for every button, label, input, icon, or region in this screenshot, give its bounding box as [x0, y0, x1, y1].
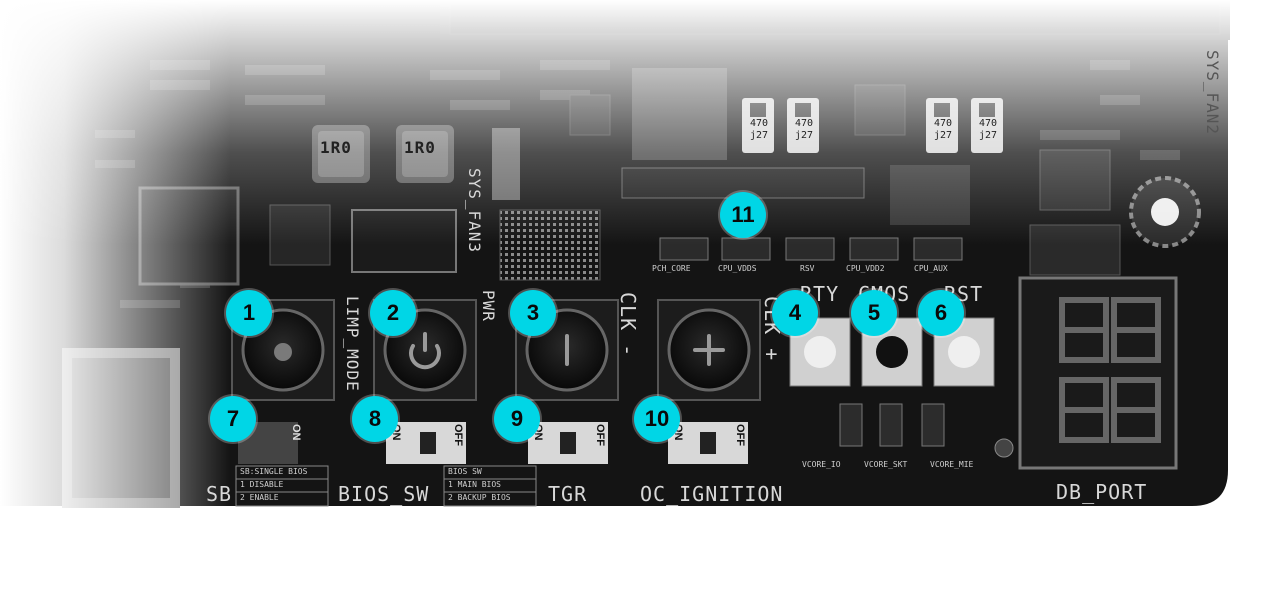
limp-mode-label: LIMP_MODE — [343, 296, 362, 392]
switch-off-label-9: OFF — [594, 424, 606, 446]
cap-value-3: 470 — [934, 118, 953, 129]
sys-fan2-label: SYS_FAN2 — [1203, 50, 1222, 136]
switch-on-label-7: ON — [290, 424, 302, 441]
cap-value-2: 470 — [795, 118, 814, 129]
cap-value-4: 470 — [979, 118, 998, 129]
vsense-label-pch-core: PCH_CORE — [652, 264, 691, 273]
callout-marker-5: 5 — [851, 290, 897, 336]
vcore-label-skt: VCORE_SKT — [864, 460, 908, 469]
callout-marker-8: 8 — [352, 396, 398, 442]
oc-ignition-label: OC_IGNITION — [640, 482, 784, 506]
coil-label-2: 1R0 — [404, 138, 436, 157]
pwr-label: PWR — [479, 290, 498, 322]
cap-value-1: 470 — [750, 118, 769, 129]
callout-marker-3: 3 — [510, 290, 556, 336]
bios-table-row-2: 2 BACKUP BIOS — [448, 493, 511, 502]
callout-marker-4: 4 — [772, 290, 818, 336]
callout-marker-6: 6 — [918, 290, 964, 336]
sys-fan3-label: SYS_FAN3 — [465, 168, 484, 254]
vsense-label-rsv: RSV — [800, 264, 815, 273]
sb-label: SB — [206, 482, 233, 506]
sb-table-row-1: 1 DISABLE — [240, 480, 284, 489]
callout-marker-7: 7 — [210, 396, 256, 442]
sb-table-row-2: 2 ENABLE — [240, 493, 279, 502]
vcore-label-mie: VCORE_MIE — [930, 460, 974, 469]
cap-code-1: j27 — [750, 130, 769, 141]
sb-table-row-0: SB:SINGLE BIOS — [240, 467, 308, 476]
cap-code-4: j27 — [979, 130, 998, 141]
callout-marker-1: 1 — [226, 290, 272, 336]
callout-marker-9: 9 — [494, 396, 540, 442]
bios-table-row-0: BIOS SW — [448, 467, 482, 476]
db-port-label: DB_PORT — [1056, 480, 1148, 504]
vsense-label-cpu-vdd2: CPU_VDD2 — [846, 264, 885, 273]
vsense-label-cpu-vdds: CPU_VDDS — [718, 264, 757, 273]
bios-sw-label: BIOS_SW — [338, 482, 430, 506]
switch-off-label-8: OFF — [452, 424, 464, 446]
callout-marker-11: 11 — [720, 192, 766, 238]
vsense-label-cpu-aux: CPU_AUX — [914, 264, 948, 273]
clk-minus-label: CLK - — [616, 292, 640, 358]
cap-code-2: j27 — [795, 130, 814, 141]
vcore-label-io: VCORE_IO — [802, 460, 841, 469]
callout-marker-2: 2 — [370, 290, 416, 336]
switch-off-label-10: OFF — [734, 424, 746, 446]
coil-label-1: 1R0 — [320, 138, 352, 157]
bios-table-row-1: 1 MAIN BIOS — [448, 480, 501, 489]
callout-marker-10: 10 — [634, 396, 680, 442]
tgr-label: TGR — [548, 482, 588, 506]
cap-code-3: j27 — [934, 130, 953, 141]
